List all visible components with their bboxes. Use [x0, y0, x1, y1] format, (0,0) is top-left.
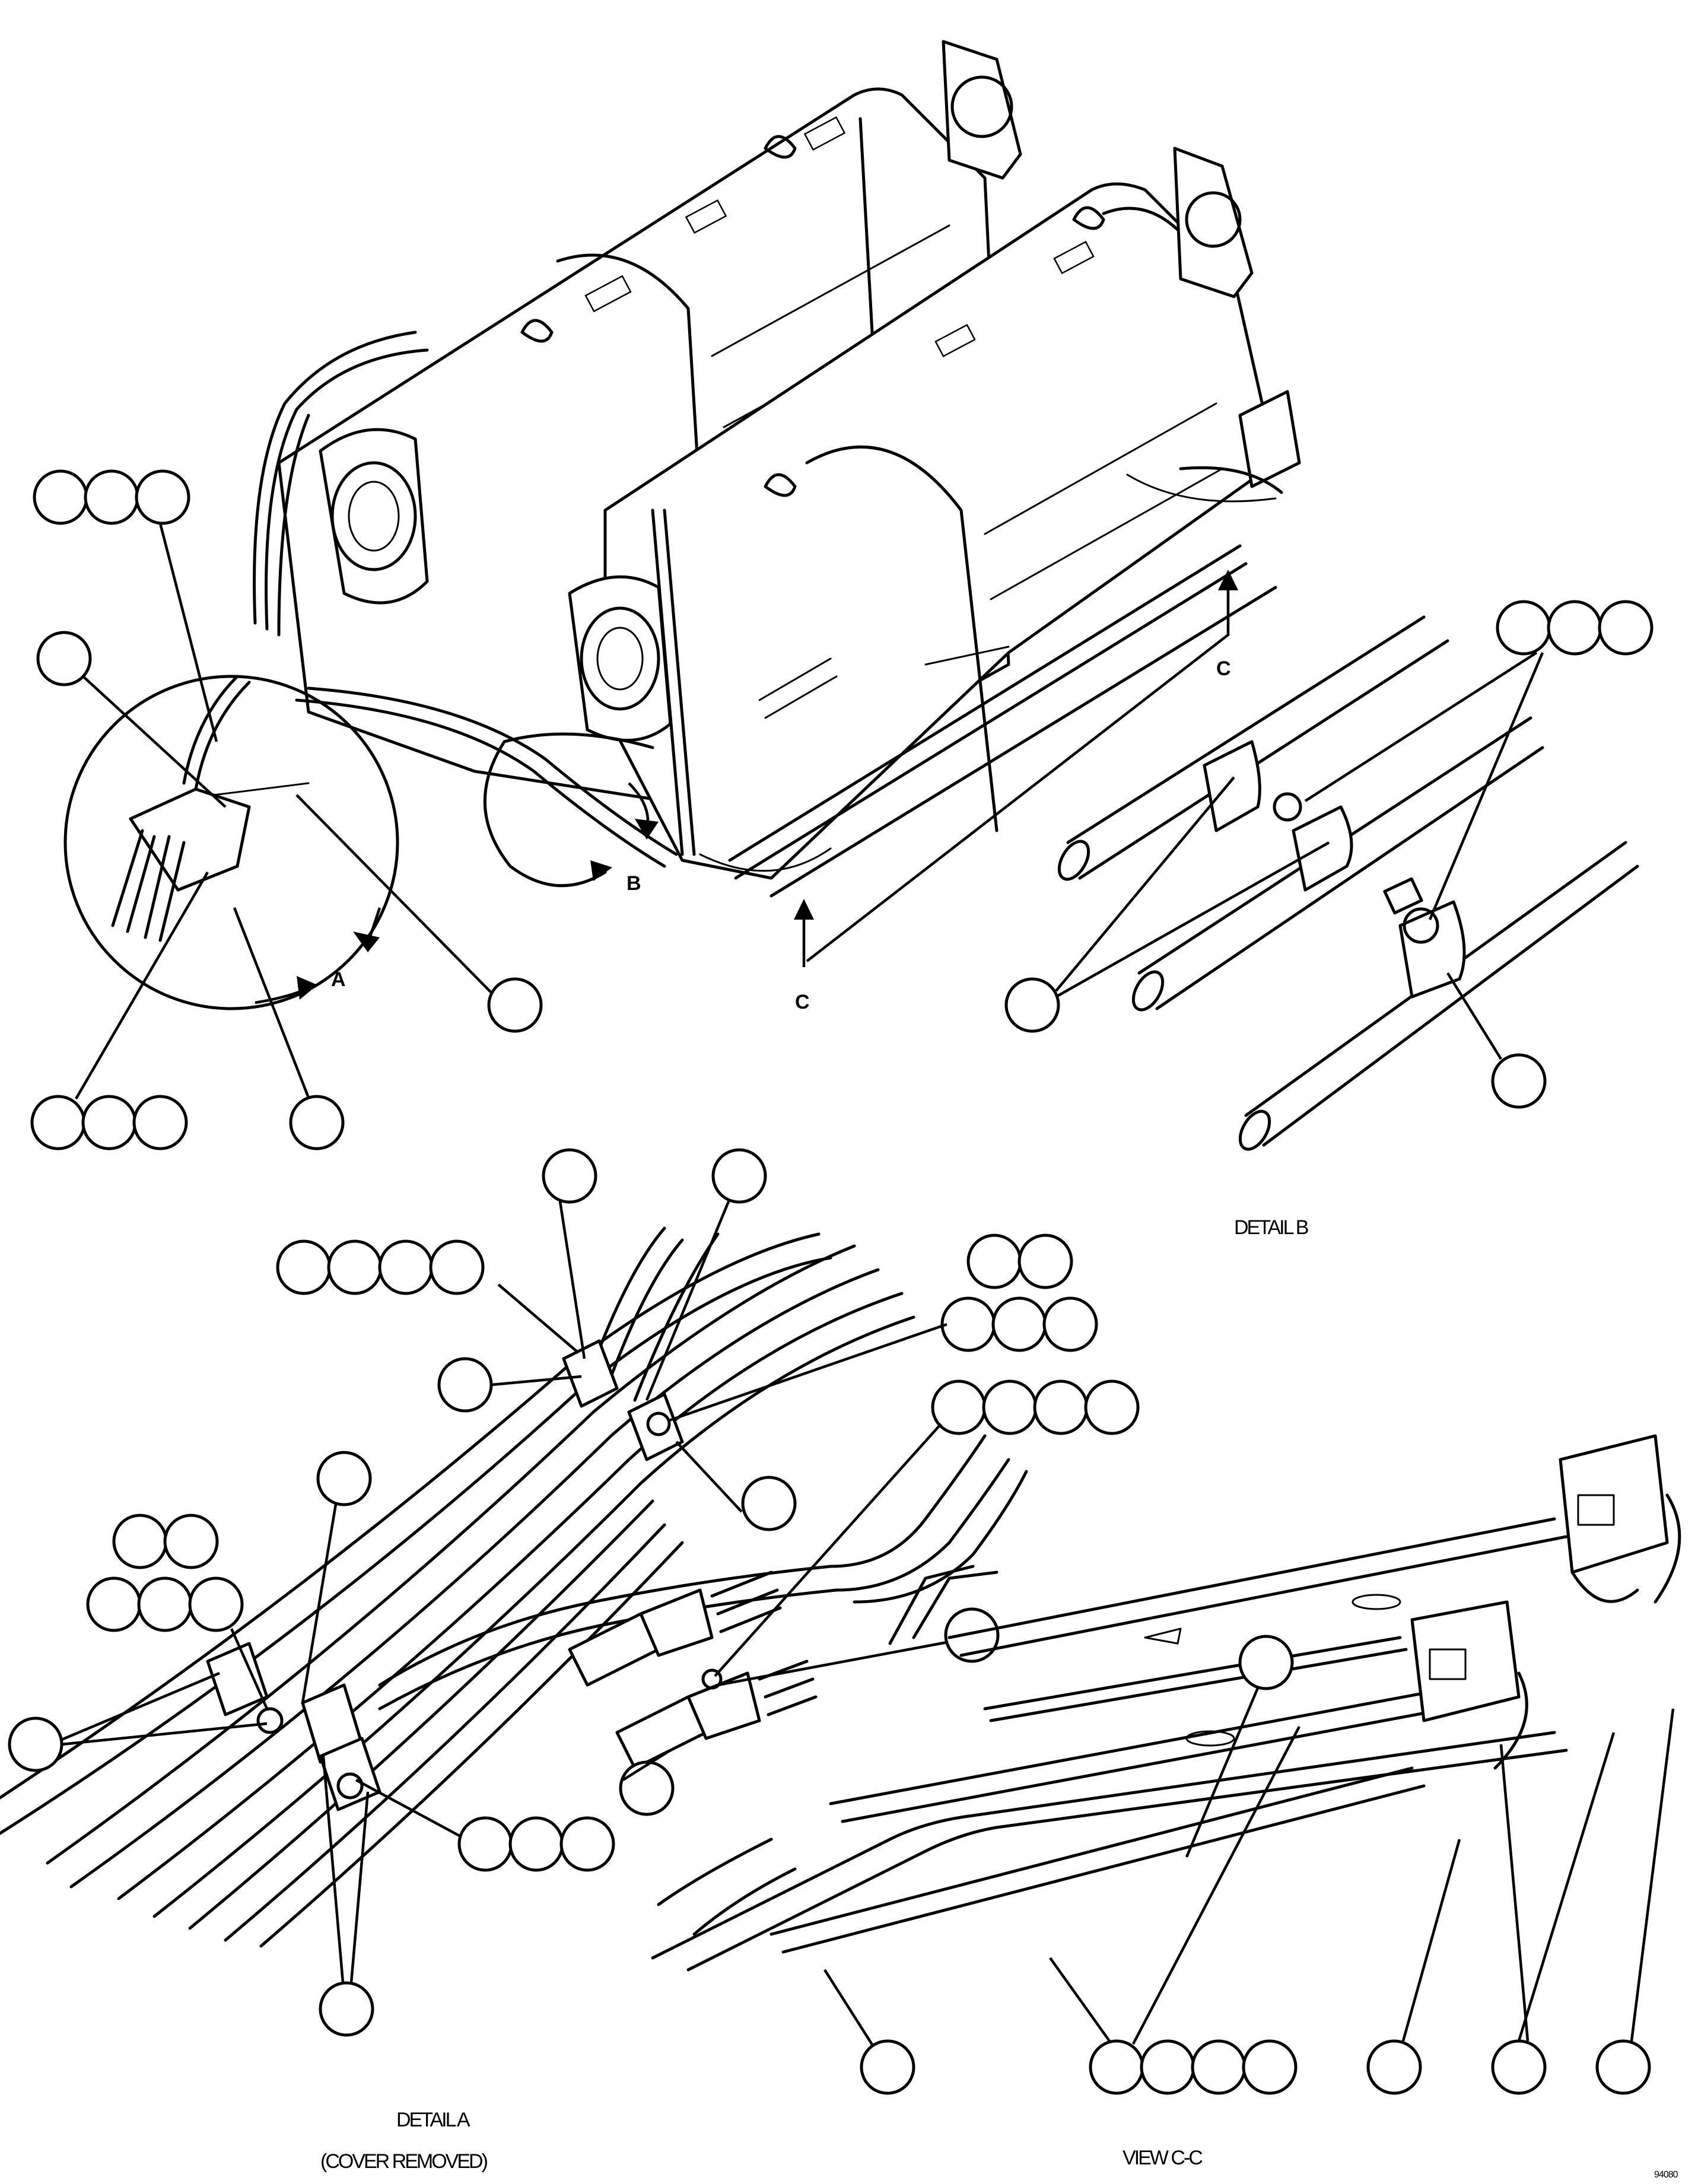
view-letter-c-bottom: C	[795, 991, 810, 1013]
view-letter-a: A	[331, 968, 346, 991]
view-letter-b: B	[627, 872, 641, 895]
connector-lower	[615, 1660, 818, 1770]
callouts-view-cc	[823, 1635, 1675, 2095]
callouts-detail-b	[1004, 600, 1654, 1109]
base-frame	[728, 390, 1301, 898]
assembly-harness	[253, 330, 1283, 872]
detail-b-view	[1057, 615, 1639, 1151]
view-letter-c-top: C	[1216, 657, 1231, 680]
caption-view-cc: VIEW C-C	[1123, 2147, 1203, 2169]
caption-detail-a: DETAIL A	[396, 2109, 470, 2131]
callouts-detail-a	[8, 1148, 1140, 2037]
front-tank	[603, 147, 1277, 880]
detail-a-locator	[63, 675, 399, 1010]
figure-id: 94080	[1654, 2170, 1678, 2180]
detail-a-view	[0, 1226, 1028, 1948]
connector-upper	[568, 1571, 782, 1687]
view-cc-view	[651, 1434, 1681, 1972]
main-assembly-view	[30, 40, 1301, 1150]
caption-detail-b: DETAIL B	[1234, 1216, 1308, 1239]
caption-detail-a-note: (COVER REMOVED)	[320, 2150, 488, 2173]
detail-b-locator	[483, 732, 659, 888]
callouts-main-left	[30, 469, 543, 1150]
section-cut-line	[794, 570, 1238, 967]
